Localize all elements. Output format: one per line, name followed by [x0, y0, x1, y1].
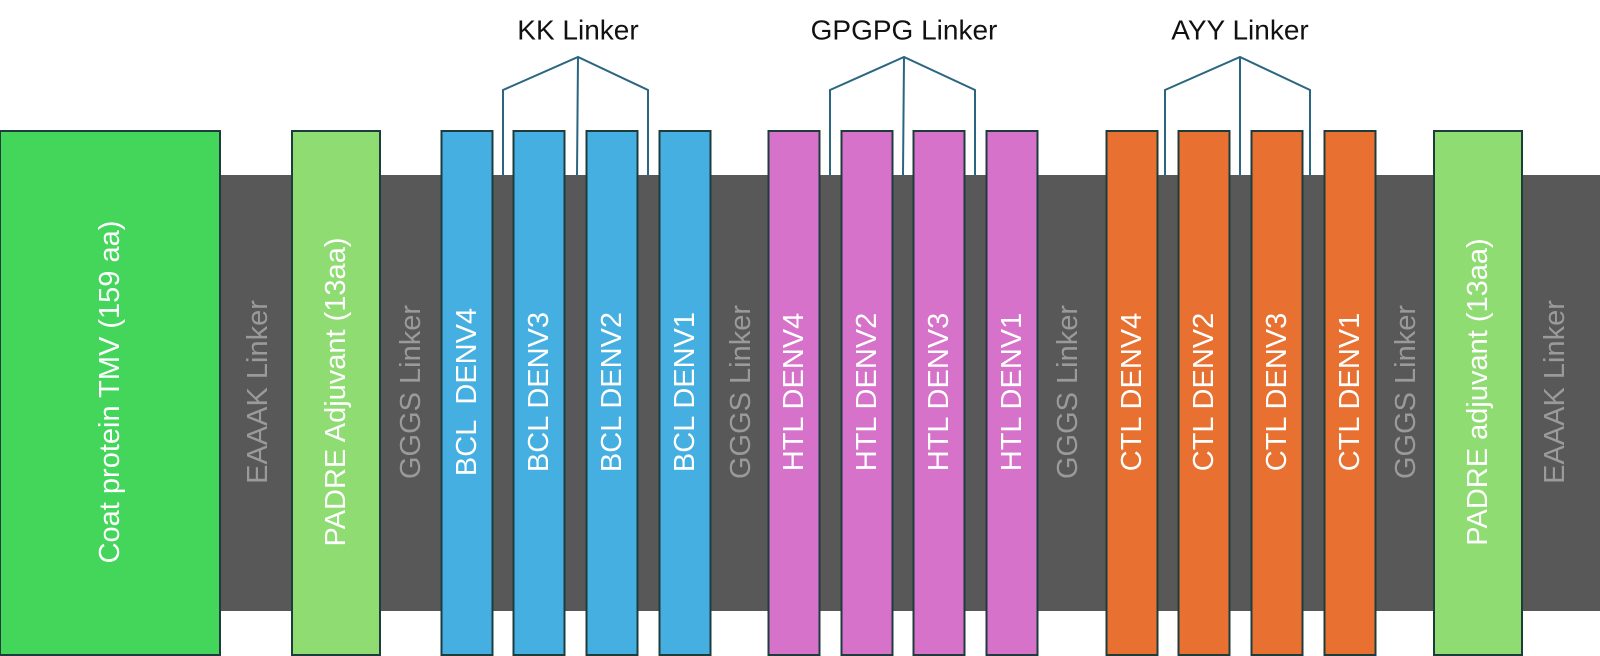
segment-label-bcl-denv1-7: BCL DENV1 — [669, 312, 701, 472]
segment-label-ctl-denv1-17: CTL DENV1 — [1334, 313, 1366, 471]
segment-box-bcl-denv1-7 — [658, 130, 712, 656]
segment-box-ctl-denv1-17 — [1323, 130, 1377, 656]
segment-label-padre-adjuvant-13aa-19: PADRE adjuvant (13aa) — [1462, 238, 1494, 545]
segment-label-bcl-denv4-4: BCL DENV4 — [451, 308, 483, 476]
segment-box-ctl-denv2-15 — [1177, 130, 1231, 656]
segment-box-htl-denv2-10 — [840, 130, 894, 656]
linker-brackets-layer: KK Linker GPGPG Linker AYY Linker — [502, 15, 1311, 176]
segment-label-bcl-denv3-5: BCL DENV3 — [523, 312, 555, 472]
bracket-label-gpgpg-linker: GPGPG Linker — [811, 15, 998, 46]
segment-label-ctl-denv3-16: CTL DENV3 — [1261, 313, 1293, 471]
segment-label-htl-denv1-12: HTL DENV1 — [996, 313, 1028, 471]
segment-box-bcl-denv4-4 — [440, 130, 494, 656]
bracket-gpgpg-linker: GPGPG Linker — [811, 15, 998, 176]
segment-box-coat-protein-tmv-159-aa-0 — [0, 130, 221, 656]
segment-label-eaaak-linker-20: EAAAK Linker — [1539, 300, 1571, 484]
bracket-lines-kk-linker — [502, 55, 649, 176]
bracket-lines-ayy-linker — [1164, 55, 1311, 175]
segment-label-eaaak-linker-1: EAAAK Linker — [242, 300, 274, 484]
bracket-label-kk-linker: KK Linker — [517, 15, 638, 46]
bracket-label-ayy-linker: AYY Linker — [1171, 15, 1308, 46]
segment-box-bcl-denv3-5 — [512, 130, 566, 656]
segment-box-htl-denv4-9 — [767, 130, 821, 656]
segment-box-padre-adjuvant-13aa-2 — [291, 130, 381, 656]
segment-label-htl-denv4-9: HTL DENV4 — [778, 313, 810, 471]
segment-label-gggs-linker-18: GGGS Linker — [1390, 305, 1422, 479]
segment-label-coat-protein-tmv-159-aa-0: Coat protein TMV (159 aa) — [94, 221, 126, 564]
segment-label-ctl-denv2-15: CTL DENV2 — [1188, 313, 1220, 471]
segment-box-padre-adjuvant-13aa-19 — [1433, 130, 1523, 656]
segment-label-gggs-linker-13: GGGS Linker — [1052, 305, 1084, 479]
segment-label-ctl-denv4-14: CTL DENV4 — [1116, 313, 1148, 471]
bracket-ayy-linker: AYY Linker — [1164, 15, 1311, 175]
segments-layer: Coat protein TMV (159 aa) EAAAK Linker PAD… — [0, 130, 1571, 656]
segment-label-bcl-denv2-6: BCL DENV2 — [596, 312, 628, 472]
segment-box-ctl-denv3-16 — [1250, 130, 1304, 656]
segment-box-ctl-denv4-14 — [1105, 130, 1159, 656]
segment-label-htl-denv2-10: HTL DENV2 — [851, 313, 883, 471]
segment-label-htl-denv3-11: HTL DENV3 — [923, 313, 955, 471]
segment-box-htl-denv3-11 — [912, 130, 966, 656]
segment-label-gggs-linker-3: GGGS Linker — [395, 305, 427, 479]
bracket-kk-linker: KK Linker — [502, 15, 649, 176]
segment-label-padre-adjuvant-13aa-2: PADRE Adjuvant (13aa) — [320, 238, 352, 547]
bracket-lines-gpgpg-linker — [829, 55, 976, 176]
segment-box-htl-denv1-12 — [985, 130, 1039, 656]
segment-box-bcl-denv2-6 — [585, 130, 639, 656]
segment-label-gggs-linker-8: GGGS Linker — [725, 305, 757, 479]
